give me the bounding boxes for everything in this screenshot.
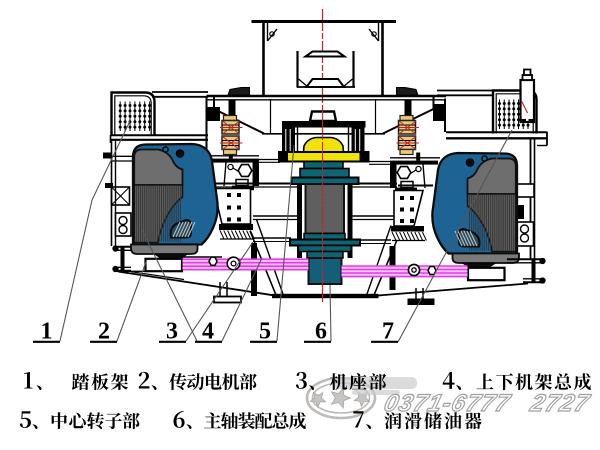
svg-text:0371-6777 2727: 0371-6777 2727: [381, 390, 593, 417]
svg-text:6: 6: [315, 319, 327, 345]
svg-text:5: 5: [259, 319, 271, 345]
svg-text:2: 2: [98, 319, 110, 345]
svg-text:3: 3: [166, 319, 178, 345]
svg-text:4: 4: [202, 319, 214, 345]
svg-text:1: 1: [41, 319, 53, 345]
svg-text:7: 7: [382, 319, 394, 345]
